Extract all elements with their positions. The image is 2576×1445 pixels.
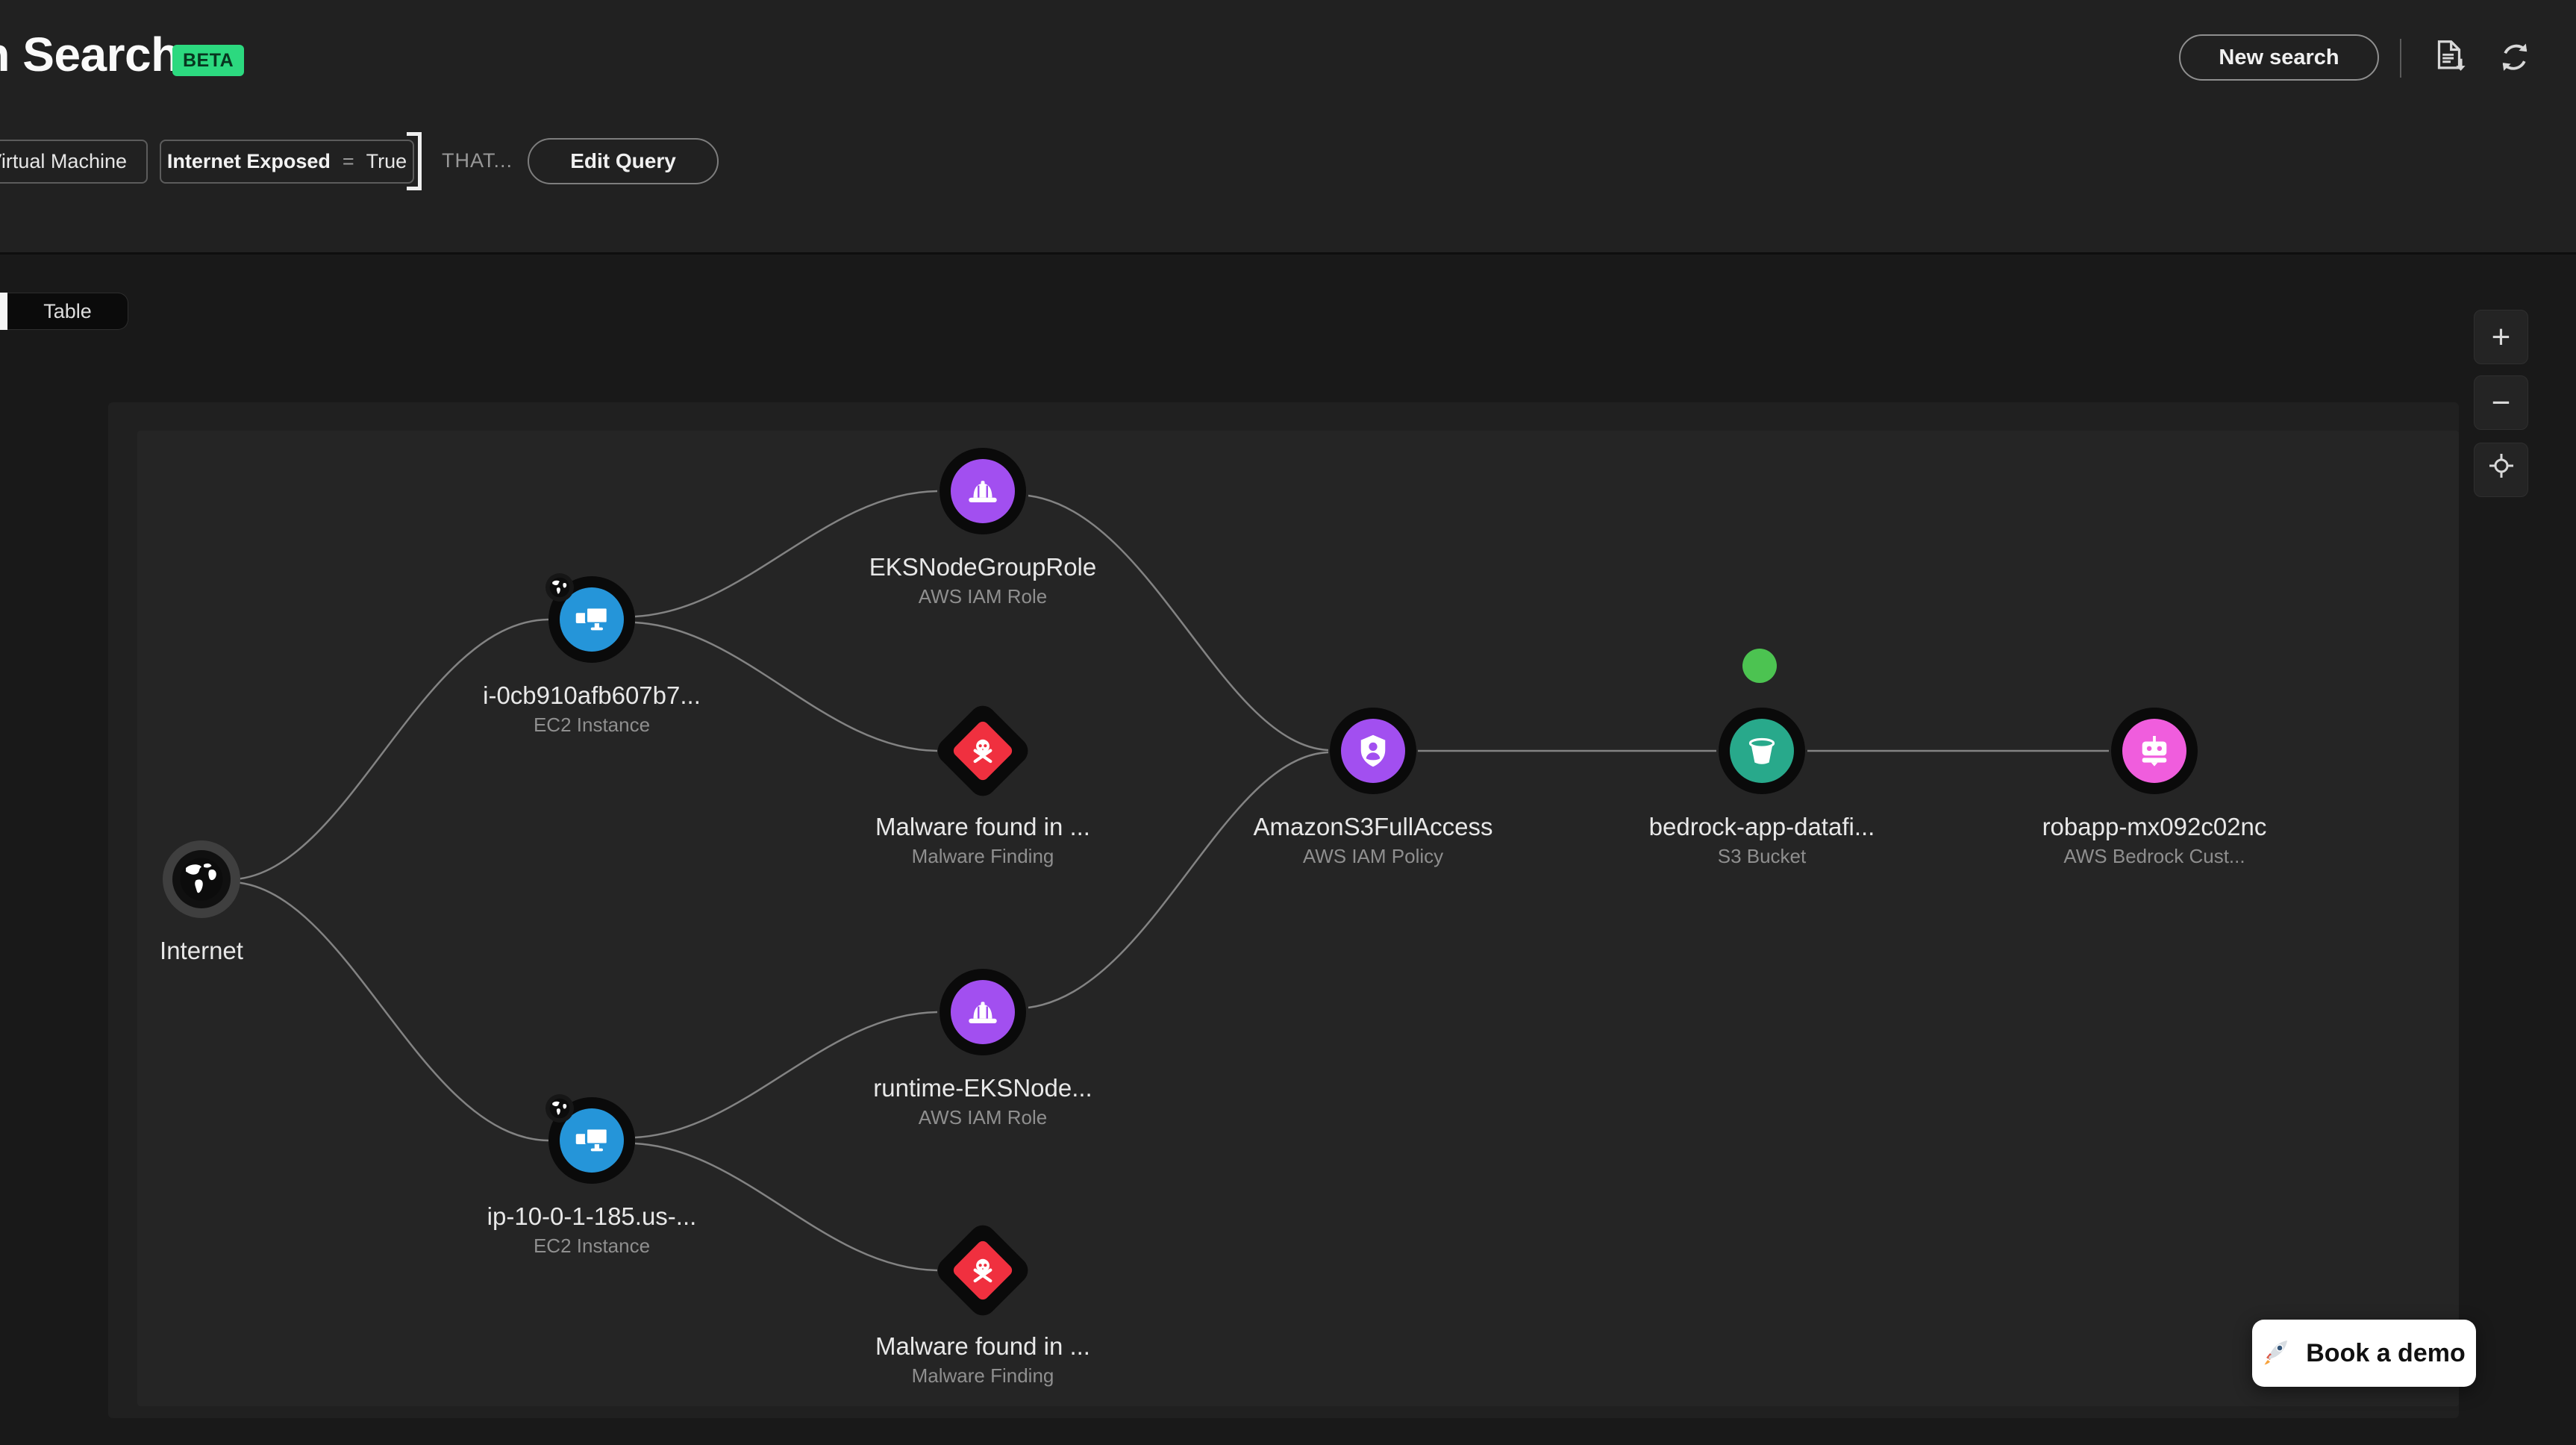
bedrock-node-ring	[2111, 708, 2198, 794]
node-label: EKSNodeGroupRole	[869, 553, 1097, 581]
chip-label: Virtual Machine	[0, 150, 127, 172]
node-iam-policy[interactable]: AmazonS3FullAccess AWS IAM Policy	[1216, 708, 1530, 868]
robot-icon	[2122, 719, 2186, 783]
page-title: Graph Search	[0, 28, 180, 81]
crosshair-icon	[2486, 451, 2516, 489]
skull-crossbones-icon	[940, 1227, 1026, 1314]
node-sublabel: Malware Finding	[911, 1364, 1054, 1387]
globe-icon	[172, 850, 231, 908]
refresh-icon[interactable]	[2494, 36, 2536, 78]
node-label: ip-10-0-1-185.us-...	[487, 1202, 697, 1230]
node-label: AmazonS3FullAccess	[1253, 813, 1493, 840]
internet-node-ring	[163, 840, 240, 918]
query-bracket	[407, 132, 422, 190]
book-demo-label: Book a demo	[2306, 1338, 2466, 1367]
ec2-node-ring	[545, 573, 635, 663]
node-iam-role-1[interactable]: EKSNodeGroupRole AWS IAM Role	[826, 448, 1139, 608]
malware-node-diamond	[932, 1220, 1034, 1321]
node-sublabel: AWS IAM Role	[918, 585, 1048, 608]
book-demo-button[interactable]: Book a demo	[2252, 1320, 2476, 1387]
tab-graph-partial[interactable]	[0, 293, 7, 330]
node-ec2-instance-1[interactable]: i-0cb910afb607b7... EC2 Instance	[435, 573, 748, 737]
query-chip-internet-exposed[interactable]: Internet Exposed = True	[160, 140, 414, 184]
node-label: Malware found in ...	[875, 1332, 1090, 1360]
shield-user-icon	[1341, 719, 1405, 783]
chip-field: Internet Exposed	[166, 150, 331, 172]
node-label: Malware found in ...	[875, 813, 1090, 840]
rocket-icon	[2263, 1335, 2292, 1372]
node-internet[interactable]: Internet	[45, 840, 358, 966]
node-label: runtime-EKSNode...	[873, 1074, 1092, 1102]
node-label: robapp-mx092c02nc	[2042, 813, 2267, 840]
node-bedrock-custom-model[interactable]: robapp-mx092c02nc AWS Bedrock Cust...	[1998, 708, 2311, 868]
edit-query-button[interactable]: Edit Query	[528, 138, 719, 184]
chip-value: True	[366, 150, 407, 172]
bucket-icon	[1730, 719, 1794, 783]
iam-role-node-ring	[940, 969, 1026, 1055]
hard-hat-icon	[951, 980, 1015, 1044]
plus-icon: +	[2491, 318, 2511, 355]
node-sublabel: AWS IAM Policy	[1302, 845, 1444, 867]
node-sublabel: AWS IAM Role	[918, 1106, 1048, 1129]
internet-exposed-badge-icon	[545, 1094, 574, 1123]
internet-exposed-badge-icon	[545, 573, 574, 602]
chip-operator: =	[342, 150, 354, 172]
iam-policy-node-ring	[1330, 708, 1416, 794]
node-sublabel: EC2 Instance	[533, 1235, 651, 1257]
beta-badge: BETA	[172, 45, 245, 76]
node-label: i-0cb910afb607b7...	[483, 681, 701, 709]
center-view-button[interactable]	[2474, 443, 2528, 497]
node-sublabel: Malware Finding	[911, 845, 1054, 867]
document-export-icon[interactable]	[2428, 36, 2470, 78]
skull-crossbones-icon	[940, 708, 1026, 794]
node-s3-bucket[interactable]: bedrock-app-datafi... S3 Bucket	[1605, 708, 1919, 868]
header-divider	[2400, 39, 2401, 78]
zoom-in-button[interactable]: +	[2474, 310, 2528, 364]
minus-icon: −	[2491, 384, 2511, 421]
node-iam-role-2[interactable]: runtime-EKSNode... AWS IAM Role	[826, 969, 1139, 1129]
node-sublabel: AWS Bedrock Cust...	[2063, 845, 2245, 867]
tab-table[interactable]: Table	[7, 293, 128, 330]
zoom-out-button[interactable]: −	[2474, 375, 2528, 430]
node-ec2-instance-2[interactable]: ip-10-0-1-185.us-... EC2 Instance	[435, 1094, 748, 1258]
node-label: bedrock-app-datafi...	[1648, 813, 1875, 840]
node-malware-finding-1[interactable]: Malware found in ... Malware Finding	[826, 700, 1139, 868]
hard-hat-icon	[951, 459, 1015, 523]
ec2-icon	[560, 587, 624, 652]
node-sublabel: S3 Bucket	[1717, 845, 1807, 867]
header: Graph Search BETA New search Virtual Ma	[0, 0, 2576, 255]
node-sublabel: EC2 Instance	[533, 714, 651, 736]
node-malware-finding-2[interactable]: Malware found in ... Malware Finding	[826, 1220, 1139, 1388]
new-search-button[interactable]: New search	[2179, 34, 2379, 81]
status-dot	[1742, 649, 1777, 683]
iam-role-node-ring	[940, 448, 1026, 534]
ec2-icon	[560, 1108, 624, 1173]
node-label: Internet	[160, 937, 243, 964]
that-label: THAT...	[442, 149, 513, 172]
malware-node-diamond	[932, 700, 1034, 802]
s3-node-ring	[1719, 708, 1805, 794]
ec2-node-ring	[545, 1094, 635, 1184]
query-chip-virtual-machine[interactable]: Virtual Machine	[0, 140, 148, 184]
